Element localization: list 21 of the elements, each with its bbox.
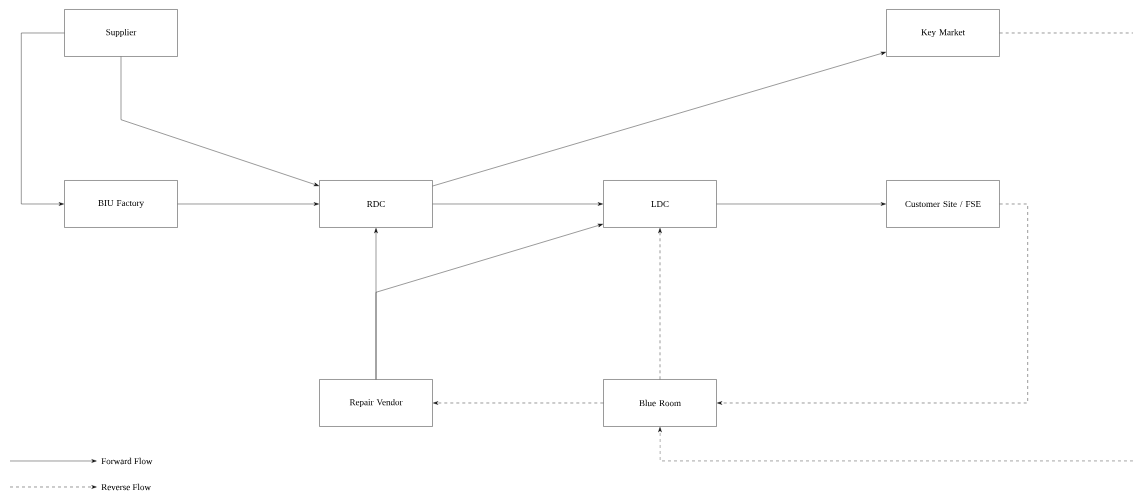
arrow (432, 202, 603, 206)
process-box: Customer Site / FSE (886, 180, 1000, 228)
arrow (21, 32, 65, 206)
process-box: RDC (319, 180, 433, 228)
process-box: BIU Factory (64, 180, 178, 228)
arrow (433, 401, 604, 405)
process-box: Key Market (886, 9, 1000, 57)
arrow (717, 203, 1028, 405)
process-box: Supplier (64, 9, 178, 57)
arrow (658, 427, 1133, 462)
arrow (177, 202, 319, 206)
legend-label: Reverse Flow (101, 483, 151, 491)
process-box: Repair Vendor (319, 379, 433, 427)
legend-label: Forward Flow (101, 457, 153, 465)
arrow (120, 56, 319, 186)
arrow (716, 202, 886, 206)
arrow (375, 223, 603, 380)
process-box: Blue Room (603, 379, 717, 427)
arrow (658, 228, 662, 380)
arrow (432, 51, 886, 187)
process-box: LDC (603, 180, 717, 228)
